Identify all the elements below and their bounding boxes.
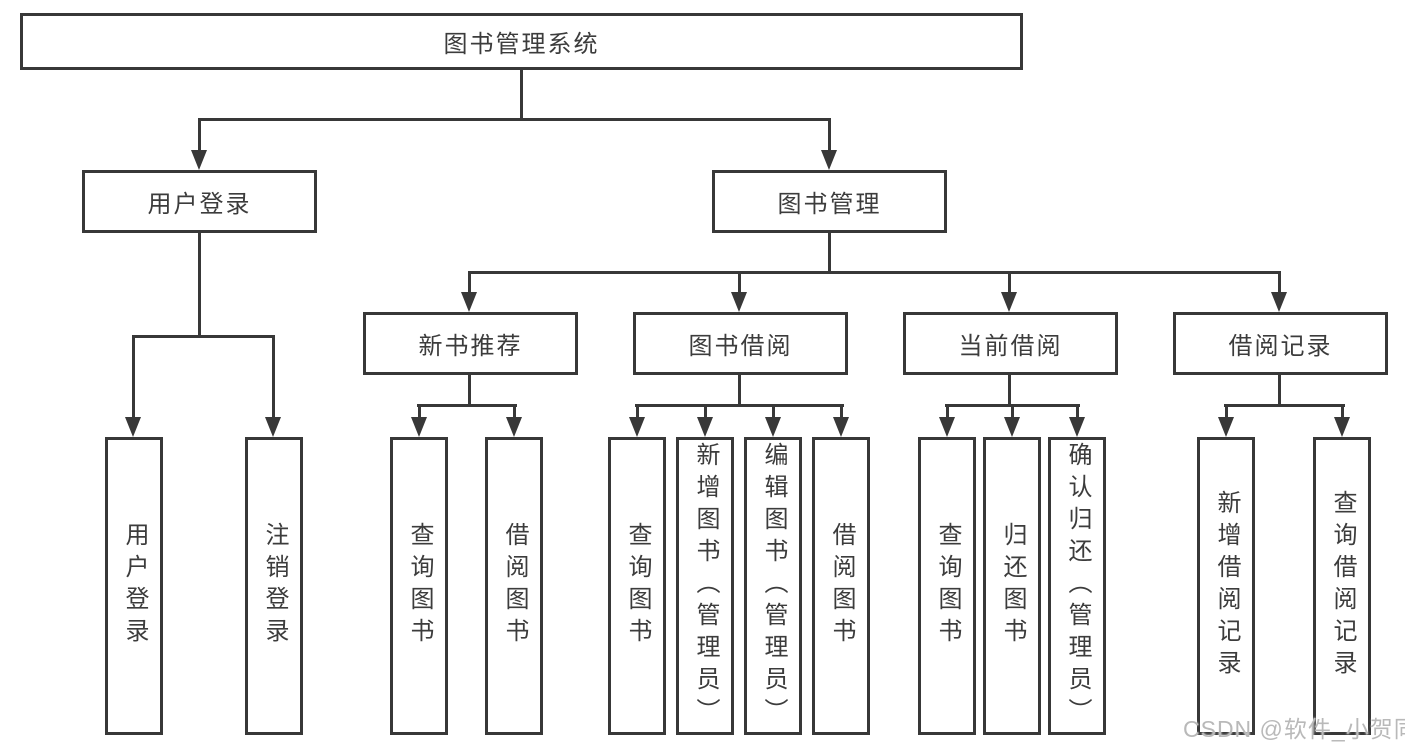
connector-records-stem <box>1278 374 1281 405</box>
arrow-down-icon <box>821 150 837 170</box>
connector-user-login-stem <box>198 232 201 336</box>
arrow-down-icon <box>1218 417 1234 437</box>
connector-arrow-stem <box>1278 271 1281 294</box>
arrow-down-icon <box>191 150 207 170</box>
leaf-label: 确认归还（管理员） <box>1064 442 1091 730</box>
connector-records-split <box>1224 404 1345 407</box>
node-label: 用户登录 <box>147 191 252 218</box>
leaf-add-borrow-record: 新增借阅记录 <box>1197 437 1255 735</box>
leaf-confirm-return-admin: 确认归还（管理员） <box>1048 437 1106 735</box>
arrow-down-icon <box>833 417 849 437</box>
connector-arrow-stem <box>418 404 421 419</box>
leaf-recommend-query-books: 查询图书 <box>390 437 448 735</box>
arrow-down-icon <box>939 417 955 437</box>
leaf-label: 借阅图书 <box>501 522 528 650</box>
leaf-add-book-admin: 新增图书（管理员） <box>676 437 734 735</box>
connector-level3-split <box>468 271 1281 274</box>
connector-arrow-stem <box>738 271 741 294</box>
node-label: 图书管理 <box>777 191 882 218</box>
leaf-label: 注销登录 <box>261 522 288 650</box>
arrow-down-icon <box>1271 292 1287 312</box>
connector-arrow-stem <box>840 404 843 419</box>
connector-current-stem <box>1008 374 1011 405</box>
connector-book-mgmt-stem <box>828 232 831 272</box>
leaf-query-borrow-record: 查询借阅记录 <box>1313 437 1371 735</box>
connector-arrow-stem <box>198 118 201 152</box>
connector-user-login-split <box>132 335 275 338</box>
leaf-label: 查询图书 <box>624 522 651 650</box>
arrow-down-icon <box>1004 417 1020 437</box>
connector-borrow-stem <box>738 374 741 405</box>
connector-arrow-stem <box>272 335 275 417</box>
connector-arrow-stem <box>1225 404 1228 419</box>
node-label: 当前借阅 <box>958 333 1063 360</box>
leaf-logout: 注销登录 <box>245 437 303 735</box>
node-label: 图书管理系统 <box>443 31 600 58</box>
arrow-down-icon <box>461 292 477 312</box>
node-book-management: 图书管理 <box>712 170 947 233</box>
node-label: 借阅记录 <box>1228 333 1333 360</box>
leaf-return-books: 归还图书 <box>983 437 1041 735</box>
leaf-borrow-query-books: 查询图书 <box>608 437 666 735</box>
arrow-down-icon <box>506 417 522 437</box>
connector-arrow-stem <box>772 404 775 419</box>
csdn-watermark: CSDN @软件_小贺同学 <box>1183 716 1405 742</box>
connector-arrow-stem <box>704 404 707 419</box>
leaf-label: 查询借阅记录 <box>1329 490 1356 682</box>
connector-arrow-stem <box>946 404 949 419</box>
connector-arrow-stem <box>1341 404 1344 419</box>
connector-arrow-stem <box>1008 271 1011 294</box>
connector-arrow-stem <box>1076 404 1079 419</box>
connector-recommend-stem <box>468 374 471 405</box>
leaf-label: 编辑图书（管理员） <box>760 442 787 730</box>
connector-recommend-split <box>417 404 517 407</box>
node-book-borrow: 图书借阅 <box>633 312 848 375</box>
node-user-login: 用户登录 <box>82 170 317 233</box>
leaf-user-login: 用户登录 <box>105 437 163 735</box>
arrow-down-icon <box>731 292 747 312</box>
leaf-label: 查询图书 <box>406 522 433 650</box>
arrow-down-icon <box>265 417 281 437</box>
leaf-label: 用户登录 <box>121 522 148 650</box>
arrow-down-icon <box>629 417 645 437</box>
arrow-down-icon <box>697 417 713 437</box>
arrow-down-icon <box>125 417 141 437</box>
connector-arrow-stem <box>636 404 639 419</box>
leaf-label: 归还图书 <box>999 522 1026 650</box>
node-current-borrow: 当前借阅 <box>903 312 1118 375</box>
arrow-down-icon <box>1334 417 1350 437</box>
leaf-recommend-borrow-books: 借阅图书 <box>485 437 543 735</box>
connector-arrow-stem <box>468 271 471 294</box>
connector-arrow-stem <box>132 335 135 417</box>
connector-arrow-stem <box>513 404 516 419</box>
leaf-label: 借阅图书 <box>828 522 855 650</box>
arrow-down-icon <box>1001 292 1017 312</box>
leaf-edit-book-admin: 编辑图书（管理员） <box>744 437 802 735</box>
connector-root-stem <box>520 69 523 119</box>
leaf-label: 查询图书 <box>934 522 961 650</box>
connector-level2-split <box>198 118 831 121</box>
connector-arrow-stem <box>1011 404 1014 419</box>
connector-arrow-stem <box>828 118 831 152</box>
leaf-current-query-books: 查询图书 <box>918 437 976 735</box>
leaf-label: 新增借阅记录 <box>1213 490 1240 682</box>
leaf-borrow-borrow-books: 借阅图书 <box>812 437 870 735</box>
connector-borrow-split <box>635 404 844 407</box>
arrow-down-icon <box>411 417 427 437</box>
node-borrow-records: 借阅记录 <box>1173 312 1388 375</box>
node-label: 新书推荐 <box>418 333 523 360</box>
arrow-down-icon <box>765 417 781 437</box>
node-new-book-recommend: 新书推荐 <box>363 312 578 375</box>
leaf-label: 新增图书（管理员） <box>692 442 719 730</box>
arrow-down-icon <box>1069 417 1085 437</box>
node-label: 图书借阅 <box>688 333 793 360</box>
node-library-management-system: 图书管理系统 <box>20 13 1023 70</box>
